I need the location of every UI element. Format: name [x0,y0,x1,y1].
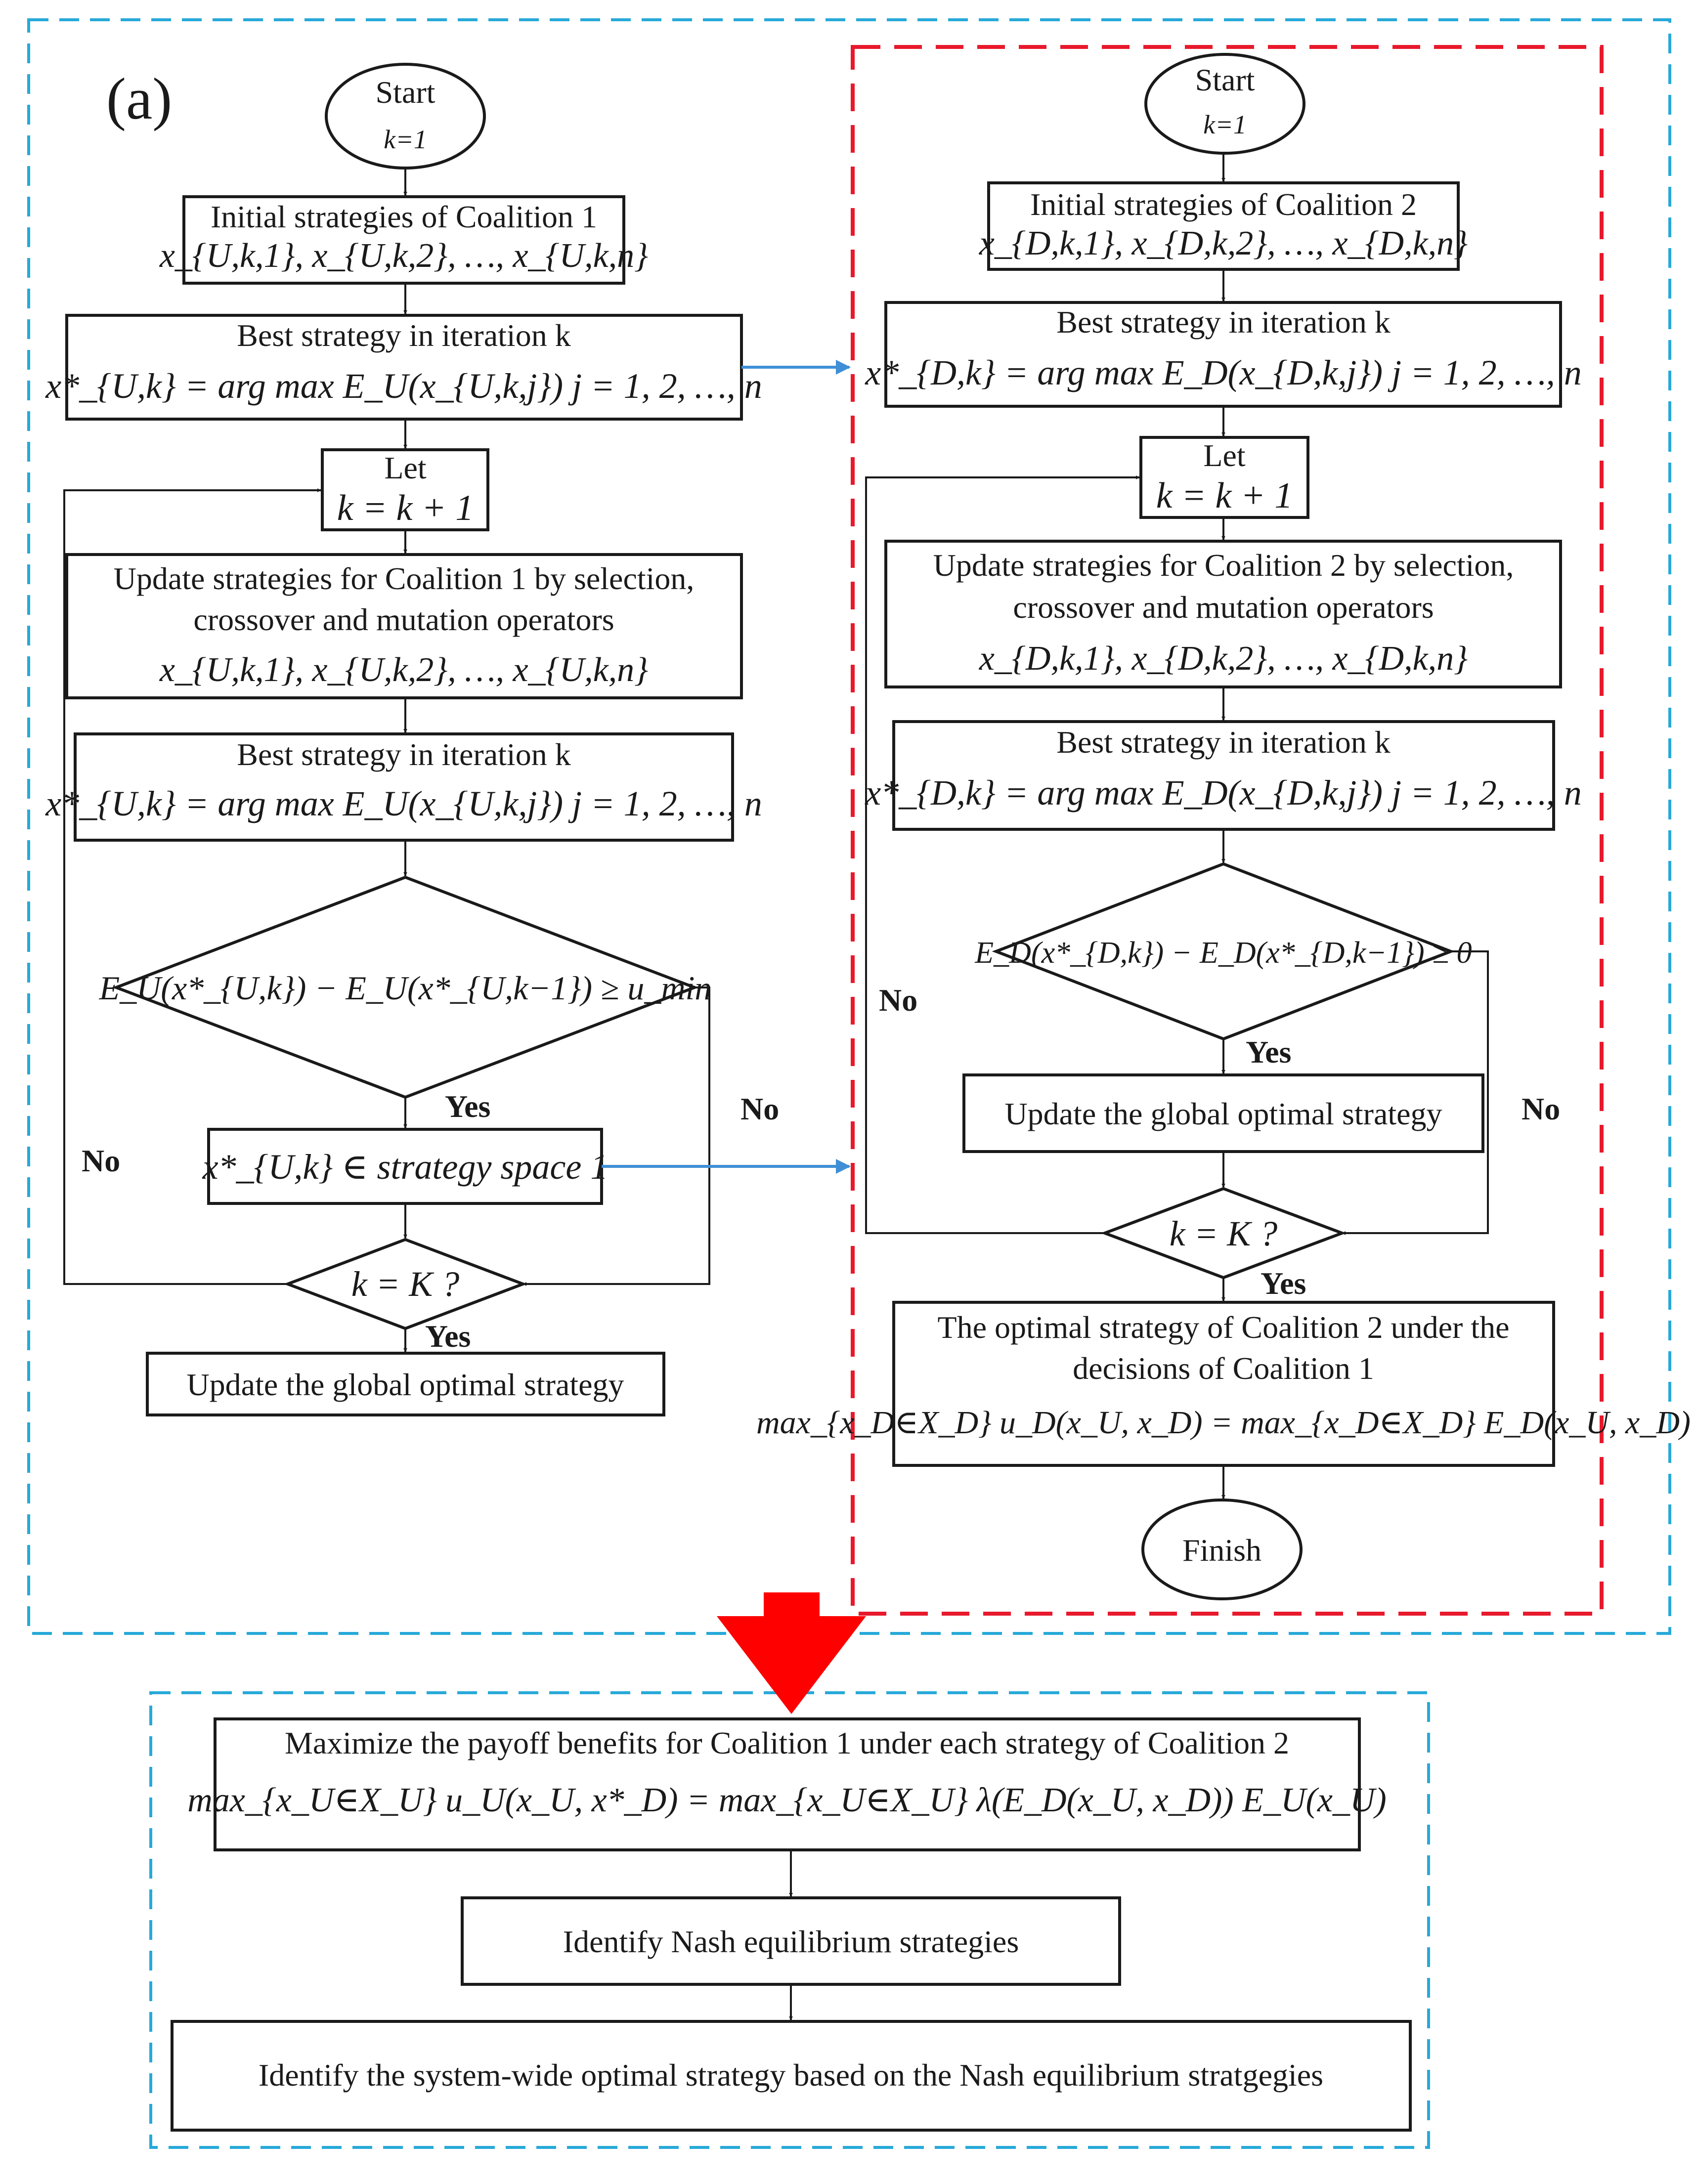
c2-best2-formula: x*_{D,k} = arg max E_D(x_{D,k,j}) j = 1,… [865,773,1581,813]
c2-best2-title: Best strategy in iteration k [1056,725,1390,760]
c2-no-right: No [1522,1091,1560,1126]
coalition2-flow: Start k=1 Initial strategies of Coalitio… [756,53,1691,1600]
c2-finish-node [1141,1499,1303,1600]
c2-global-update: Update the global optimal strategy [1004,1096,1442,1131]
c2-no-left: No [879,983,917,1018]
c2-start-node [1144,53,1305,155]
c1-let-label: Let [384,450,427,485]
coalition1-flow: Start k=1 Initial strategies of Coalitio… [45,63,779,1416]
c2-best-box [884,301,1562,408]
c1-update-vars: x_{U,k,1}, x_{U,k,2}, …, x_{U,k,n} [159,651,648,689]
bottom-frame [149,1691,1430,2149]
merge-arrow [717,1592,866,1714]
c2-best-formula: x*_{D,k} = arg max E_D(x_{D,k,j}) j = 1,… [865,353,1581,392]
c1-start-label: Start [376,75,435,110]
c1-best2-title: Best strategy in iteration k [237,737,570,772]
c1-no-path-left [63,488,321,1285]
c2-optimal-title-1: The optimal strategy of Coalition 2 unde… [937,1310,1509,1345]
c2-initial-box [987,181,1460,271]
c2-condition: E_D(x*_{D,k}) − E_D(x*_{D,k−1}) ≥ 0 [974,936,1472,970]
c2-update-box [884,540,1562,688]
c2-update-title-2: crossover and mutation operators [1013,590,1434,625]
c1-best-title: Best strategy in iteration k [237,318,570,353]
c1-global-update: Update the global optimal strategy [186,1367,624,1402]
c1-best-formula: x*_{U,k} = arg max E_U(x_{U,k,j}) j = 1,… [45,366,762,406]
c1-condition: E_U(x*_{U,k}) − E_U(x*_{U,k−1}) ≥ u_min [99,969,712,1007]
c2-initial-vars: x_{D,k,1}, x_{D,k,2}, …, x_{D,k,n} [979,224,1468,262]
c1-initial-title: Initial strategies of Coalition 1 [211,199,597,234]
c1-update-box [65,553,743,699]
c2-update-title-1: Update strategies for Coalition 2 by sel… [933,548,1514,583]
nash-box [461,1896,1121,1986]
c1-no-1: No [82,1143,120,1178]
nash-label: Identify Nash equilibrium strategies [563,1924,1019,1959]
c2-start-label: Start [1195,62,1255,97]
c2-best-title: Best strategy in iteration k [1056,304,1390,340]
c1-let-formula: k = k + 1 [337,488,474,528]
maximize-formula: max_{x_U∈X_U} u_U(x_U, x*_D) = max_{x_U∈… [187,1781,1387,1819]
coalition2-frame [851,45,1604,1616]
bottom-flow: Maximize the payoff benefits for Coaliti… [171,1717,1412,2132]
c1-check: k = K ? [351,1264,460,1304]
c2-let-label: Let [1203,438,1246,473]
c2-optimal-title-2: decisions of Coalition 1 [1073,1351,1374,1386]
c2-update-vars: x_{D,k,1}, x_{D,k,2}, …, x_{D,k,n} [979,640,1468,678]
c2-yes-2: Yes [1261,1266,1306,1301]
c1-space-box [207,1128,603,1205]
c2-let-box [1139,436,1309,519]
c1-initial-box [182,195,625,285]
c2-optimal-box [892,1301,1555,1467]
system-label: Identify the system-wide optimal strateg… [259,2057,1323,2093]
c2-best2-box [892,720,1555,831]
c1-global-box [146,1352,665,1416]
c1-initial-vars: x_{U,k,1}, x_{U,k,2}, …, x_{U,k,n} [159,237,648,275]
c1-yes-2: Yes [425,1319,471,1354]
c2-optimal-formula: max_{x_D∈X_D} u_D(x_U, x_D) = max_{x_D∈X… [756,1405,1691,1441]
c2-start-k: k=1 [1203,110,1246,139]
c1-space-formula: x*_{U,k} ∈ strategy space 1 [202,1147,609,1187]
c2-initial-title: Initial strategies of Coalition 2 [1030,187,1417,222]
c2-let-formula: k = k + 1 [1156,475,1293,516]
c1-best2-formula: x*_{U,k} = arg max E_U(x_{U,k,j}) j = 1,… [45,784,762,823]
c1-yes-1: Yes [445,1089,490,1124]
c1-update-title-1: Update strategies for Coalition 1 by sel… [114,561,695,596]
c2-yes-1: Yes [1246,1034,1291,1070]
panel-label: (a) [106,66,172,131]
outer-frame [27,18,1671,1635]
c2-no-path-right [1342,950,1489,1235]
c1-start-k: k=1 [384,125,427,154]
c1-best2-box [74,732,734,842]
c2-no-path-left [865,475,1140,1234]
c1-no-path-right [522,986,710,1286]
c2-check: k = K ? [1170,1214,1278,1253]
maximize-title: Maximize the payoff benefits for Coaliti… [285,1725,1289,1760]
system-box [171,2020,1412,2132]
c1-update-title-2: crossover and mutation operators [193,602,614,637]
c2-finish-label: Finish [1182,1533,1261,1568]
c2-global-box [962,1073,1484,1153]
c1-no-2: No [740,1091,779,1126]
maximize-box [214,1717,1361,1851]
